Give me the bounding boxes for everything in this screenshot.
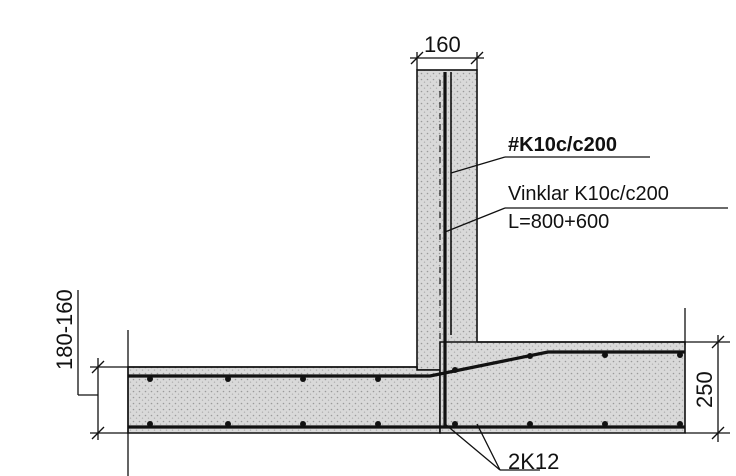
right-slab-dimension — [127, 308, 730, 476]
wall-thickness-label: 160 — [424, 32, 461, 57]
right-slab-concrete — [439, 341, 686, 434]
right-slab-thickness-label: 250 — [692, 371, 717, 408]
top-reinforcement-bar — [128, 350, 685, 378]
bottom-rebar-dots — [147, 421, 683, 427]
angle-bar-length-label: L=800+600 — [508, 211, 609, 233]
angle-bar-label: Vinklar K10c/c200 — [508, 183, 669, 205]
mesh-label: #K10c/c200 — [508, 134, 617, 156]
wall-concrete — [416, 69, 478, 371]
left-slab-dimension — [77, 290, 128, 440]
bottom-bars-label: 2K12 — [508, 449, 559, 474]
bottom-bars-leader — [444, 423, 540, 471]
angle-bar-leader — [444, 207, 728, 233]
top-rebar-dots — [147, 352, 683, 382]
left-slab-thickness-label: 180-160 — [52, 289, 77, 370]
wall-thickness-dimension — [410, 51, 484, 70]
mesh-leader — [450, 156, 650, 174]
